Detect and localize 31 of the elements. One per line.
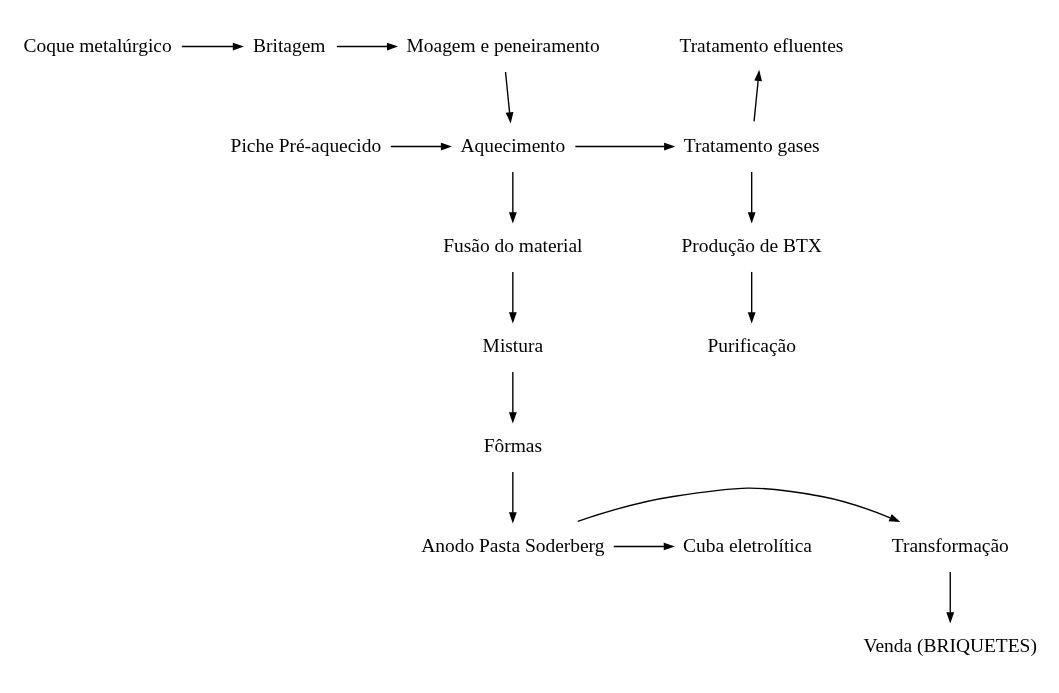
node-text: Fusão do material	[443, 234, 583, 256]
node-text: Tratamento gases	[683, 134, 820, 156]
node-text: Transformação	[891, 534, 1009, 556]
arrow	[508, 471, 517, 524]
arrow	[336, 42, 399, 51]
node-text: Aquecimento	[460, 134, 566, 156]
node-text: Mistura	[482, 334, 544, 356]
arrow	[946, 571, 955, 624]
node-text: Produção de BTX	[681, 234, 822, 256]
node-text: Coque metalúrgico	[23, 34, 172, 56]
node-text: Anodo Pasta Soderberg	[421, 534, 605, 556]
node-text: Moagem e peneiramento	[406, 34, 600, 56]
arrow	[508, 371, 517, 424]
arrow	[508, 271, 517, 324]
arrow	[747, 271, 756, 324]
arrow	[613, 542, 675, 551]
arrow	[508, 171, 517, 224]
arrow	[753, 69, 762, 123]
arrow	[574, 142, 676, 151]
node-text: Piche Pré-aquecido	[230, 134, 382, 156]
arrow	[577, 487, 901, 523]
arrow	[181, 42, 244, 51]
node-text: Venda (BRIQUETES)	[863, 634, 1037, 656]
node-text: Cuba eletrolítica	[683, 534, 813, 556]
node-text: Britagem	[253, 34, 326, 56]
arrow	[504, 71, 514, 124]
node-text: Fôrmas	[483, 434, 542, 456]
arrow	[747, 171, 756, 224]
node-text: Tratamento efluentes	[679, 34, 844, 56]
node-text: Purificação	[707, 334, 796, 356]
arrow	[390, 142, 452, 151]
